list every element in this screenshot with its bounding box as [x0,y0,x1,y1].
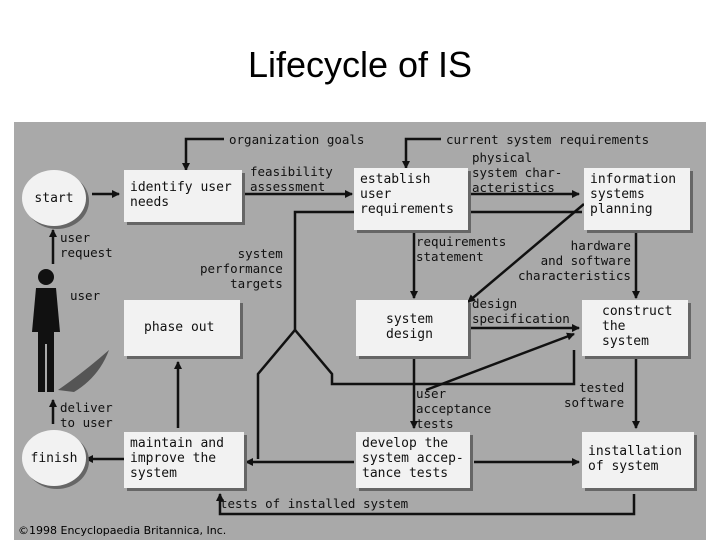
line-performance-up [293,210,582,330]
establish-requirements-box: establish user requirements [354,168,468,230]
maintain-improve-box: maintain and improve the system [124,432,244,488]
label-current-requirements: current system requirements [446,132,650,147]
arrow-org-goals [182,137,224,171]
label-hardware-software: hardware and software characteristics [518,238,631,283]
develop-acceptance-tests-box: develop the system accep- tance tests [356,432,470,488]
arrow-tests-construct [425,332,575,392]
label-physical-characteristics: physical system char- acteristics [472,150,563,195]
phase-out-box: phase out [124,300,240,356]
copyright-notice: ©1998 Encyclopaedia Britannica, Inc. [18,524,227,537]
arrow-current-req [402,137,441,169]
page-title: Lifecycle of IS [247,44,473,85]
label-requirements-statement: requirements statement [416,234,507,264]
arrow-installed-tests [216,493,636,516]
lifecycle-diagram: start finish identify user needs establi… [14,122,706,540]
label-feasibility: feasibility assessment [250,164,333,194]
arrow-hw-sw [467,203,585,303]
label-user: user [70,288,101,303]
label-user-request: user request [60,230,113,260]
system-design-box: system design [356,300,468,356]
construct-system-box: construct the system [582,300,688,356]
label-deliver-to-user: deliver to user [60,400,113,430]
label-acceptance-tests: user acceptance tests [416,386,492,431]
line-performance-targets [256,328,576,459]
label-design-specification: design specification [472,296,570,326]
label-installed-tests: tests of installed system [220,496,409,511]
connector-lines [32,137,640,516]
label-performance-targets: system performance targets [200,246,283,291]
installation-box: installation of system [582,432,694,488]
finish-node: finish [22,430,86,486]
information-planning-box: information systems planning [584,168,690,230]
label-organization-goals: organization goals [229,132,365,147]
start-node: start [22,170,86,226]
label-tested-software: tested software [564,380,625,410]
user-shadow [58,350,109,392]
identify-user-needs-box: identify user needs [124,170,242,222]
user-silhouette [32,269,60,392]
